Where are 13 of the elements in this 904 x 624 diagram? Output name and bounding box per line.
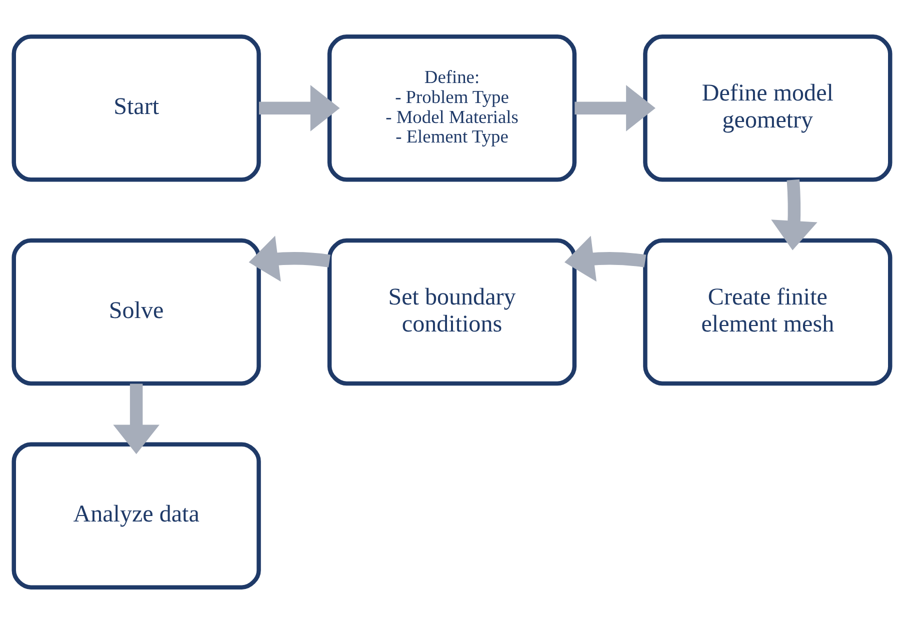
- arrow: [564, 236, 646, 282]
- node-box: Analyze data: [12, 442, 261, 590]
- arrow: [113, 384, 160, 454]
- node-box: Define model geometry: [643, 34, 892, 182]
- arrow: [259, 85, 340, 132]
- node-box: Create finite element mesh: [643, 238, 892, 386]
- node-box: Start: [12, 34, 261, 182]
- arrow: [574, 84, 656, 132]
- node-box: Solve: [12, 238, 261, 386]
- node-box: Define: - Problem Type - Model Materials - Element Type: [327, 34, 577, 182]
- arrow: [248, 236, 330, 282]
- arrow: [771, 179, 818, 250]
- node-box: Set boundary conditions: [327, 238, 577, 386]
